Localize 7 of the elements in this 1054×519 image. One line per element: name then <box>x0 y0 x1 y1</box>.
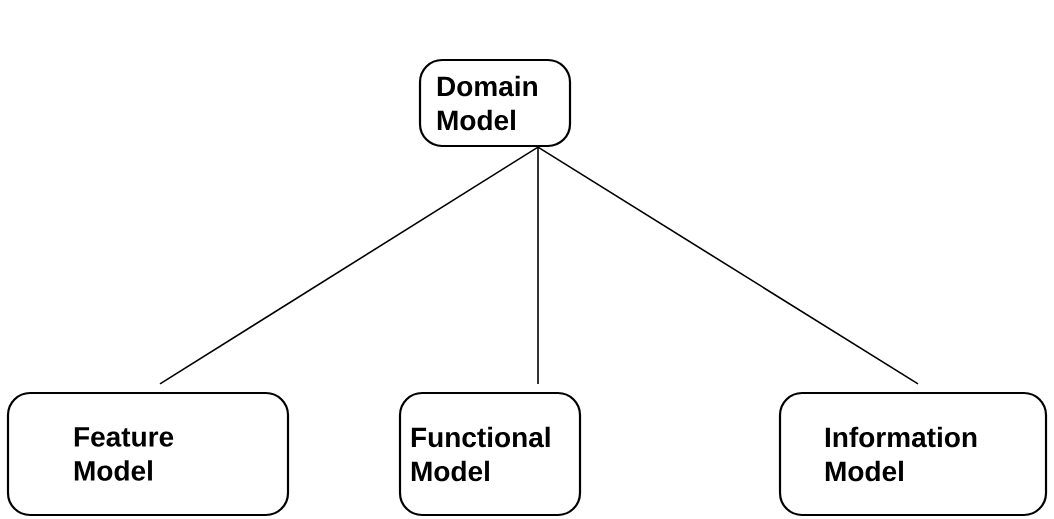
model-box: Feature Model <box>6 391 290 517</box>
model-box: Domain Model <box>418 58 572 148</box>
connector-line <box>537 146 919 385</box>
connector-line <box>537 146 539 385</box>
model-box: Information Model <box>778 391 1048 517</box>
connector-line <box>159 146 539 385</box>
model-box: Functional Model <box>398 391 582 517</box>
